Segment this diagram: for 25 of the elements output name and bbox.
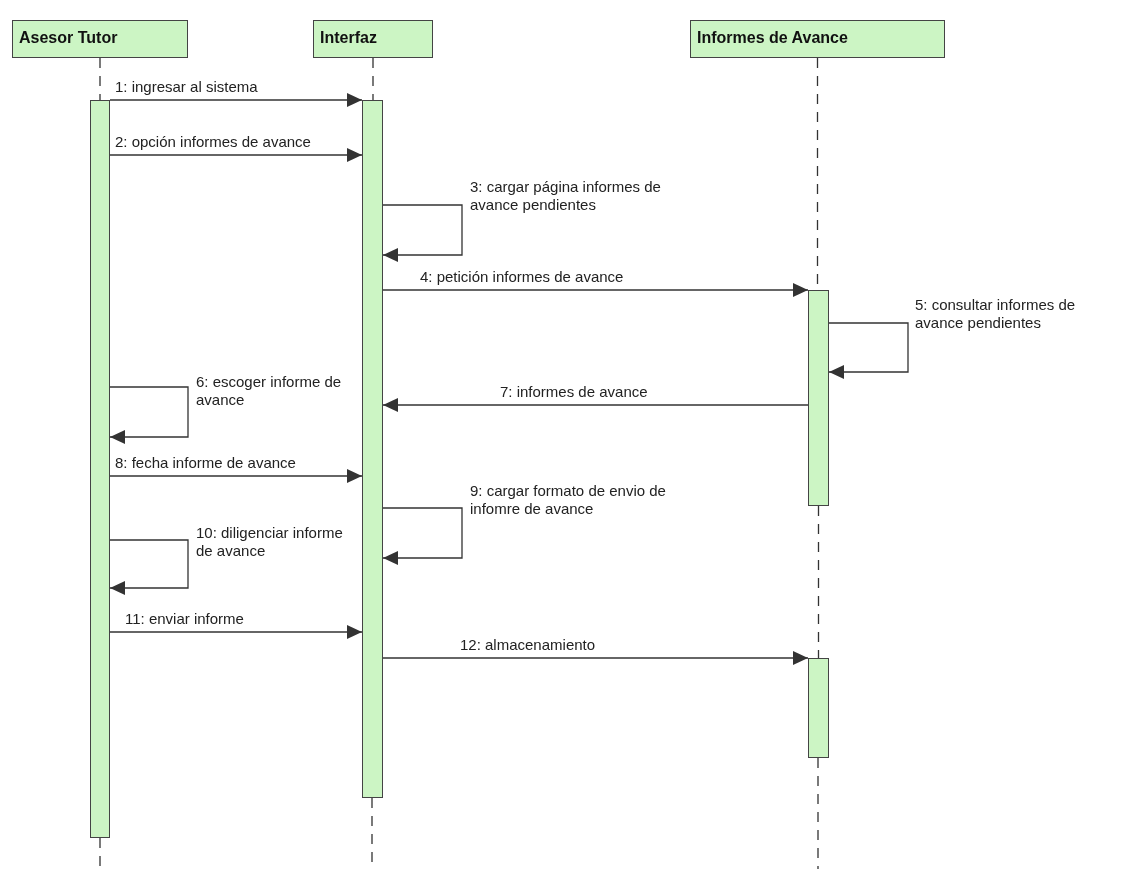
lifeline: [372, 57, 374, 101]
message-arrow: [109, 386, 189, 444]
message-label: 1: ingresar al sistema: [115, 78, 258, 96]
message-arrow: [382, 398, 809, 412]
message-arrow: [109, 469, 363, 483]
message-arrow: [109, 539, 189, 595]
activation-bar: [808, 290, 829, 506]
activation-bar: [808, 658, 829, 758]
lifeline-head: Asesor Tutor: [12, 20, 188, 58]
lifeline-head: Informes de Avance: [690, 20, 945, 58]
activation-bar: [90, 100, 110, 838]
message-arrow: [382, 507, 463, 565]
message-arrow: [382, 283, 809, 297]
lifeline: [99, 57, 101, 101]
message-arrow: [109, 93, 363, 107]
message-arrow: [109, 625, 363, 639]
message-arrow: [382, 204, 463, 262]
message-arrow: [828, 322, 909, 379]
lifeline-head: Interfaz: [313, 20, 433, 58]
lifeline: [817, 505, 820, 659]
message-label: 2: opción informes de avance: [115, 133, 311, 151]
activation-bar: [362, 100, 383, 798]
message-label: 4: petición informes de avance: [420, 268, 624, 286]
message-arrow: [109, 148, 363, 162]
message-arrow: [382, 651, 809, 665]
